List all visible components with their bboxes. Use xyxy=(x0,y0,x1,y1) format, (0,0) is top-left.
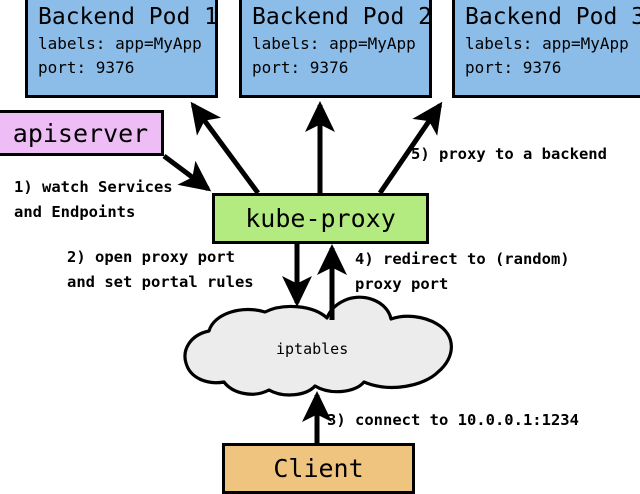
step-1-label: 1) watch Services and Endpoints xyxy=(14,175,173,225)
backend-pod-3-title: Backend Pod 3 xyxy=(465,4,640,30)
backend-pod-2-port: port: 9376 xyxy=(252,58,349,77)
step-5-line-1: 5) proxy to a backend xyxy=(411,145,607,163)
backend-pod-1-box[interactable]: Backend Pod 1 labels: app=MyApp port: 93… xyxy=(25,0,218,98)
iptables-label: iptables xyxy=(276,340,349,358)
client-box[interactable]: Client xyxy=(222,443,415,494)
backend-pod-2-labels: labels: app=MyApp xyxy=(252,34,416,53)
step-1-line-2: and Endpoints xyxy=(14,203,136,221)
kube-proxy-box[interactable]: kube-proxy xyxy=(212,193,429,244)
step-3-label: 3) connect to 10.0.0.1:1234 xyxy=(327,408,579,433)
step-4-line-1: 4) redirect to (random) xyxy=(355,250,570,268)
iptables-cloud-shape[interactable] xyxy=(183,295,453,397)
step-2-line-2: and set portal rules xyxy=(67,273,254,291)
step-5-label: 5) proxy to a backend xyxy=(411,142,607,167)
backend-pod-1-labels: labels: app=MyApp xyxy=(38,34,202,53)
backend-pod-2-box[interactable]: Backend Pod 2 labels: app=MyApp port: 93… xyxy=(239,0,432,98)
client-label: Client xyxy=(273,454,364,483)
step-3-line-1: 3) connect to 10.0.0.1:1234 xyxy=(327,411,579,429)
backend-pod-3-labels: labels: app=MyApp xyxy=(465,34,629,53)
step-4-line-2: proxy port xyxy=(355,275,449,293)
kube-proxy-label: kube-proxy xyxy=(245,204,396,233)
apiserver-label: apiserver xyxy=(12,118,149,148)
backend-pod-1-port: port: 9376 xyxy=(38,58,135,77)
arrow-apiserver-to-kube-proxy xyxy=(162,154,212,192)
backend-pod-2-title: Backend Pod 2 xyxy=(252,4,433,30)
arrow-kube-proxy-to-pod-3 xyxy=(377,101,443,195)
backend-pod-1-title: Backend Pod 1 xyxy=(38,4,219,30)
backend-pod-3-box[interactable]: Backend Pod 3 labels: app=MyApp port: 93… xyxy=(452,0,640,98)
backend-pod-3-port: port: 9376 xyxy=(465,58,562,77)
step-2-label: 2) open proxy port and set portal rules xyxy=(67,245,254,295)
step-1-line-1: 1) watch Services xyxy=(14,178,173,196)
step-4-label: 4) redirect to (random) proxy port xyxy=(355,247,570,297)
arrow-kube-proxy-to-pod-1 xyxy=(190,101,261,195)
apiserver-box[interactable]: apiserver xyxy=(0,110,164,156)
step-2-line-1: 2) open proxy port xyxy=(67,248,235,266)
